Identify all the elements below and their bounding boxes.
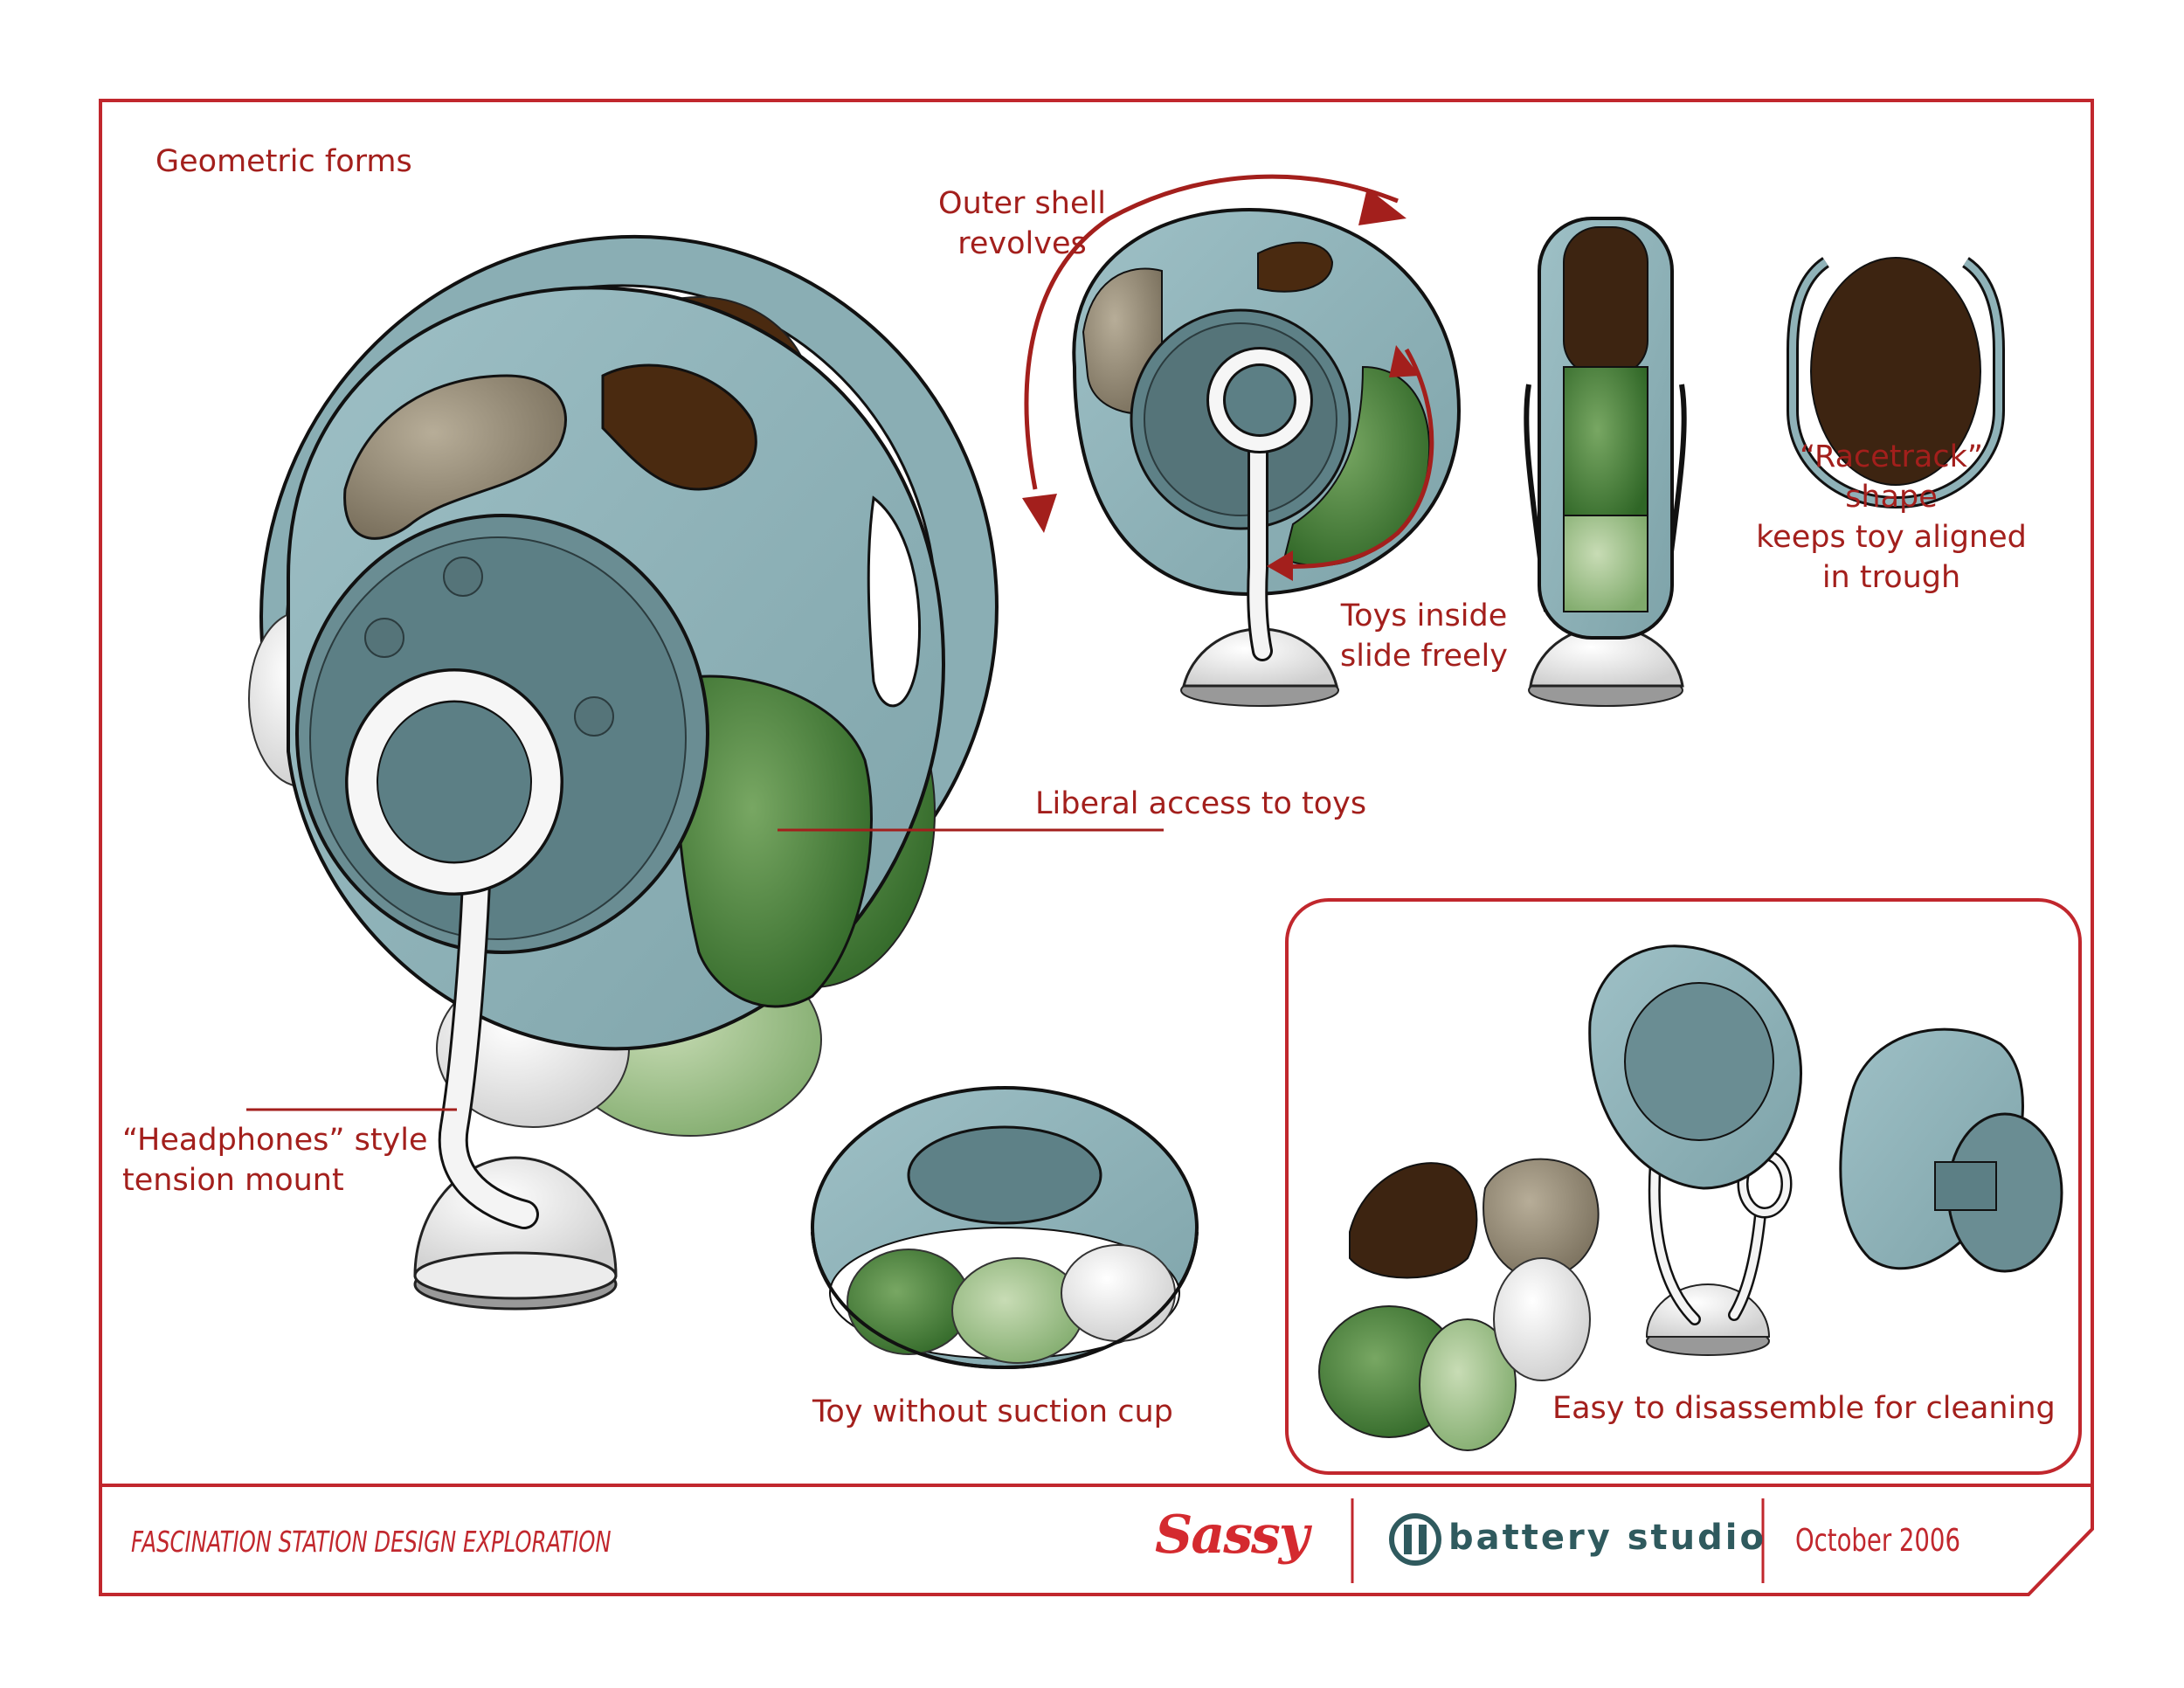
brand-logo-sassy: Sassy xyxy=(1155,1505,1310,1566)
label-racetrack: “Racetrack” shape keeps toy aligned in t… xyxy=(1756,439,2027,595)
main-product-render xyxy=(248,234,999,1311)
label-toy-without-suction: Toy without suction cup xyxy=(812,1394,1173,1429)
disassembly-panel xyxy=(1285,898,2082,1475)
footer-title: FASCINATION STATION DESIGN EXPLORATION xyxy=(131,1525,612,1559)
footer-date: October 2006 xyxy=(1795,1523,1960,1559)
racetrack-section xyxy=(1787,257,2005,509)
sheet-frame xyxy=(99,99,2094,1596)
label-headphones-mount: “Headphones” style tension mount xyxy=(122,1123,428,1198)
side-view-render xyxy=(1524,217,1687,707)
label-toys-inside: Toys inside slide freely xyxy=(1339,598,1508,674)
label-liberal-access: Liberal access to toys xyxy=(1035,786,1367,821)
flat-toy-render xyxy=(811,1086,1199,1370)
label-geometric-forms: Geometric forms xyxy=(156,144,412,179)
front-view-render xyxy=(1072,207,1462,707)
label-easy-disassemble: Easy to disassemble for cleaning xyxy=(1552,1391,2056,1426)
battery-studio-logo-icon xyxy=(1389,1513,1441,1566)
label-outer-shell: Outer shell revolves xyxy=(938,186,1106,261)
studio-name: battery studio xyxy=(1448,1518,1766,1558)
disassembled-parts-render xyxy=(1318,944,2063,1451)
callout-lines xyxy=(246,828,1164,1111)
rotation-arrows xyxy=(1022,174,1434,581)
